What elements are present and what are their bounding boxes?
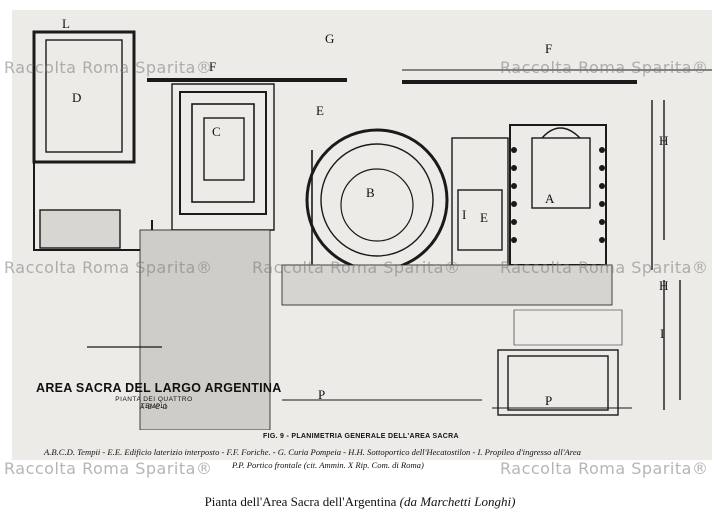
plan-label-H1: H [659, 133, 669, 148]
watermark: Raccolta Roma Sparita® [4, 459, 213, 478]
site-plan-drawing [32, 30, 712, 430]
plan-label-H2: H [659, 278, 669, 293]
area-subtitle-2: A-B-C-D [139, 404, 169, 411]
watermark: Raccolta Roma Sparita® [252, 258, 461, 277]
plan-label-B: B [366, 185, 375, 200]
caption-source: (da Marchetti Longhi) [399, 494, 516, 509]
figure-caption: FIG. 9 - PLANIMETRIA GENERALE DELL'AREA … [263, 433, 459, 440]
watermark: Raccolta Roma Sparita® [4, 258, 213, 277]
plan-label-P1: P [318, 387, 326, 402]
caption-main: Pianta dell'Area Sacra dell'Argentina [204, 494, 397, 509]
watermark: Raccolta Roma Sparita® [4, 58, 213, 77]
plan-label-C: C [212, 124, 221, 139]
plan-label-G: G [325, 31, 335, 46]
legend-line-2: P.P. Portico frontale (cit. Ammin. X Rip… [232, 460, 424, 470]
plan-label-D: D [72, 90, 82, 105]
legend-line-1: A.B.C.D. Tempii - E.E. Edificio laterizi… [44, 447, 581, 457]
plan-label-I1: I [462, 207, 467, 222]
plan-label-F1: F [209, 59, 217, 74]
watermark: Raccolta Roma Sparita® [500, 58, 709, 77]
watermark: Raccolta Roma Sparita® [500, 258, 709, 277]
area-title: AREA SACRA DEL LARGO ARGENTINA [36, 381, 282, 395]
image-caption: Pianta dell'Area Sacra dell'Argentina (d… [0, 494, 720, 510]
plan-label-A: A [545, 191, 555, 206]
plan-label-E2: E [480, 210, 488, 225]
watermark: Raccolta Roma Sparita® [500, 459, 709, 478]
plan-label-I2: I [660, 326, 665, 341]
plan-label-P2: P [545, 393, 553, 408]
area-subtitle-1: PIANTA DEI QUATTRO TEMPLI [115, 396, 193, 410]
plan-label-L: L [62, 16, 70, 31]
plan-label-F2: F [545, 41, 553, 56]
plan-plate [12, 10, 712, 460]
plan-label-E1: E [316, 103, 324, 118]
